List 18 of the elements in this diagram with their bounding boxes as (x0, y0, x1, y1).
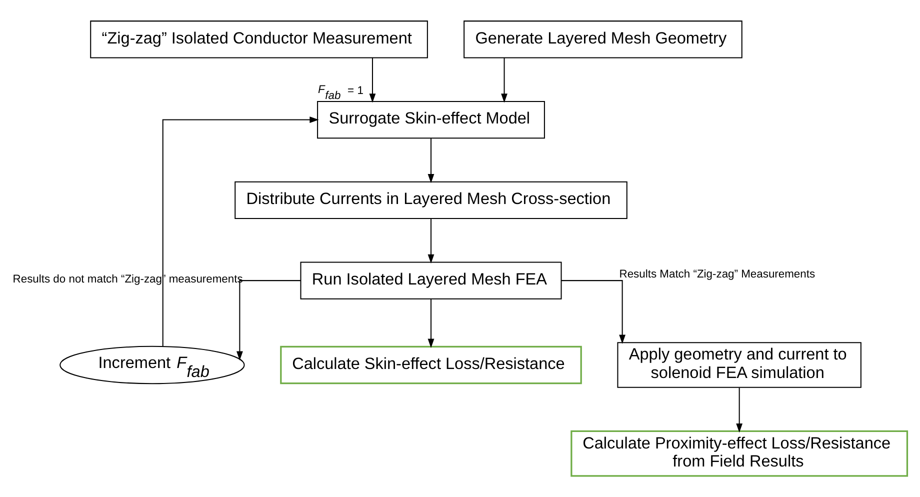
arrow (369, 58, 376, 103)
node-box: Distribute Currents in Layered Mesh Cross-section (234, 181, 628, 219)
node-box: “Zig-zag” Isolated Conductor Measurement (90, 20, 428, 58)
node-box: Surrogate Skin-effect Model (317, 100, 545, 139)
node-box: Generate Layered Mesh Geometry (464, 20, 742, 58)
arrow (236, 280, 300, 360)
node-box: Apply geometry and current to solenoid FEA simulation (617, 342, 862, 388)
node-box: Calculate Skin-effect Loss/Resistance (280, 346, 582, 384)
arrow (428, 298, 434, 348)
arrow (562, 280, 626, 344)
arrow (428, 218, 434, 264)
arrow (501, 58, 508, 103)
arrow (736, 388, 743, 433)
arrow (162, 116, 319, 346)
node-box: Run Isolated Layered Mesh FEA (300, 262, 562, 300)
node-box: Calculate Proximity-effect Loss/Resistance from Field Results (570, 430, 908, 477)
arrow (428, 138, 434, 184)
edge-label: Results Match “Zig-zag” Measurements (619, 268, 816, 280)
